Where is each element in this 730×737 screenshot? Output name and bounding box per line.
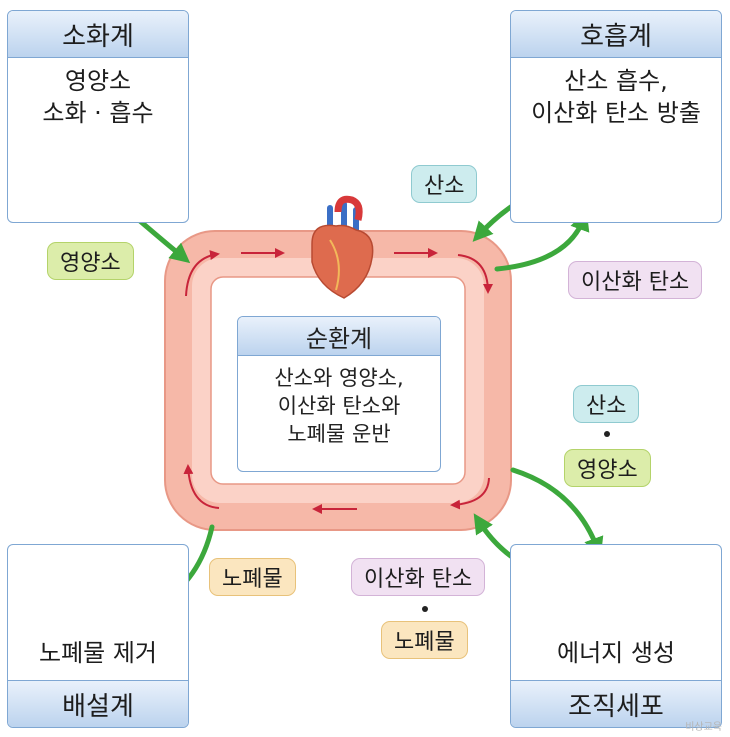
flow-arrow (185, 250, 220, 297)
tag-co2-from-cell: 이산화 탄소 (351, 558, 486, 596)
flow-arrow (183, 464, 220, 509)
tissue-cell-title: 조직세포 (511, 680, 721, 727)
tag-nutrient-to-cell: 영양소 (564, 449, 651, 487)
tissue-cell-desc: 에너지 생성 (556, 639, 676, 667)
arrow-co2-release (494, 210, 590, 272)
respiratory-system-desc: 산소 흡수, 이산화 탄소 방출 (531, 67, 701, 127)
circulatory-system-box: 순환계 산소와 영양소, 이산화 탄소와 노폐물 운반 (237, 316, 441, 472)
respiratory-system-box: 호흡계 산소 흡수, 이산화 탄소 방출 (510, 10, 722, 223)
respiratory-system-title: 호흡계 (511, 11, 721, 58)
digestive-system-title: 소화계 (8, 11, 188, 58)
digestive-system-box: 소화계 영양소 소화 · 흡수 (7, 10, 189, 223)
circulatory-system-desc: 산소와 영양소, 이산화 탄소와 노폐물 운반 (274, 366, 404, 446)
tissue-cell-box: 에너지 생성 조직세포 (510, 544, 722, 728)
flow-arrow (450, 477, 490, 510)
heart-icon (311, 195, 374, 299)
tag-oxygen-intake: 산소 (411, 165, 478, 203)
excretory-system-desc: 노폐물 제거 (38, 639, 158, 667)
excretory-system-box: 노폐물 제거 배설계 (7, 544, 189, 728)
flow-arrow (457, 254, 493, 294)
tag-nutrient-absorbed: 영양소 (47, 242, 134, 280)
digestive-system-desc: 영양소 소화 · 흡수 (42, 67, 154, 127)
tag-waste-from-cell: 노폐물 (381, 621, 468, 659)
watermark: 비상교육 (685, 722, 722, 733)
circulatory-system-title: 순환계 (238, 317, 440, 356)
tag-co2-release: 이산화 탄소 (568, 261, 703, 299)
tag-oxygen-to-cell: 산소 (573, 385, 640, 423)
excretory-system-title: 배설계 (8, 680, 188, 727)
separator-dot (604, 431, 610, 437)
arrow-to-tissue (510, 467, 604, 558)
tag-waste-excreted: 노폐물 (209, 558, 296, 596)
separator-dot (422, 606, 428, 612)
blood-flow-arrows (183, 248, 493, 514)
